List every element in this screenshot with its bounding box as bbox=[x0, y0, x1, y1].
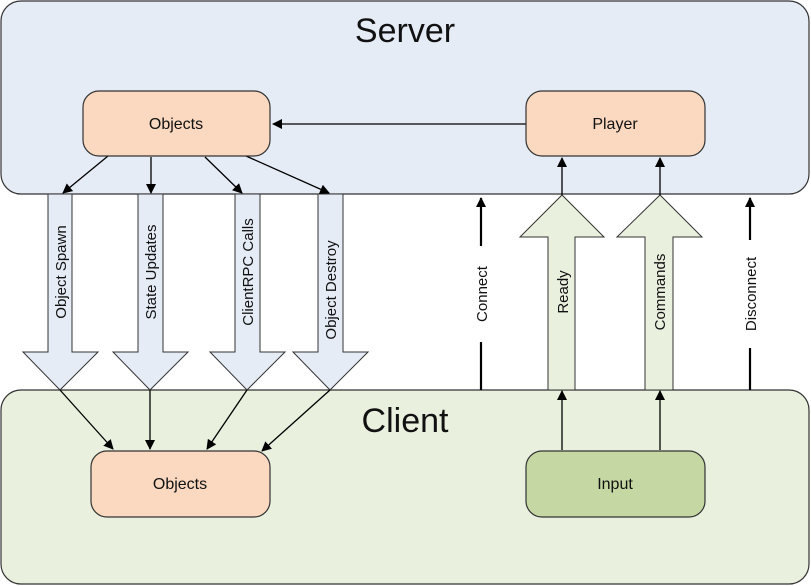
objects-to-spawn-arrow bbox=[62, 155, 109, 194]
client-region: Client bbox=[0, 389, 810, 585]
server-objects-label: Objects bbox=[149, 116, 203, 133]
up-arrow-ready: Ready bbox=[518, 194, 606, 391]
objects-to-rpc-arrow bbox=[204, 156, 243, 194]
down-arrow-state-updates: State Updates bbox=[111, 193, 190, 391]
player-label: Player bbox=[592, 116, 638, 133]
down-arrow-clientrpc-calls: ClientRPC Calls bbox=[208, 193, 287, 391]
player-node: Player bbox=[525, 90, 706, 157]
up-arrow-label: Ready bbox=[555, 270, 572, 314]
down-arrow-object-destroy: Object Destroy bbox=[291, 193, 370, 391]
spawn-to-objects-arrow bbox=[59, 389, 114, 450]
objects-to-destroy-arrow bbox=[245, 155, 330, 194]
rpc-to-objects-arrow bbox=[206, 389, 248, 450]
down-arrow-label: ClientRPC Calls bbox=[240, 218, 257, 326]
input-node: Input bbox=[525, 450, 706, 518]
destroy-to-objects-arrow bbox=[261, 389, 331, 452]
disconnect-label: Disconnect bbox=[743, 256, 760, 331]
connector-lines bbox=[59, 119, 665, 452]
down-arrow-label: Object Destroy bbox=[323, 240, 340, 340]
down-arrow-label: State Updates bbox=[143, 224, 160, 319]
connect-arrow: Connect bbox=[474, 197, 491, 390]
server-objects-node: Objects bbox=[82, 90, 271, 157]
down-arrow-label: Object Spawn bbox=[53, 225, 70, 318]
server-title: Server bbox=[355, 12, 455, 50]
client-objects-label: Objects bbox=[153, 476, 207, 493]
input-label: Input bbox=[597, 476, 633, 493]
client-title: Client bbox=[362, 402, 449, 440]
down-arrow-object-spawn: Object Spawn bbox=[21, 193, 100, 391]
connect-label: Connect bbox=[474, 265, 491, 322]
client-objects-node: Objects bbox=[90, 450, 271, 518]
up-arrow-label: Commands bbox=[652, 254, 669, 331]
up-arrow-commands: Commands bbox=[615, 194, 704, 391]
disconnect-arrow: Disconnect bbox=[743, 197, 760, 390]
